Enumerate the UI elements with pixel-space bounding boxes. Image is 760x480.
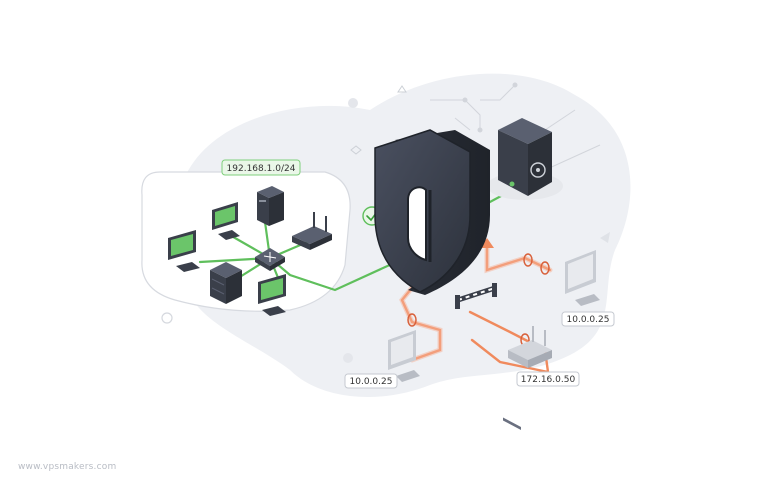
left-host-tag: 10.0.0.25	[344, 373, 398, 389]
workstation-monitor-icon	[258, 274, 286, 316]
decor-triangle	[397, 85, 407, 93]
decor-circle	[348, 98, 358, 108]
external-host-monitor-icon	[388, 330, 420, 382]
tower-pc-icon	[257, 186, 284, 226]
workstation-monitor-icon	[168, 230, 200, 272]
barrier-icon	[455, 283, 497, 309]
decor-diamond	[350, 145, 362, 155]
external-router-icon	[508, 326, 552, 368]
external-host-monitor-icon	[565, 250, 600, 306]
circuit-traces	[430, 84, 601, 171]
router-ip: 172.16.0.50	[521, 375, 576, 385]
cable-connector-icon	[407, 253, 550, 347]
server-icon	[487, 118, 563, 431]
router-tag: 172.16.0.50	[516, 371, 580, 387]
right-host-tag: 10.0.0.25	[561, 311, 615, 327]
trace-node	[477, 127, 483, 133]
subnet-tag: 192.168.1.0/24	[221, 159, 301, 176]
trace-node	[512, 82, 518, 88]
lan-router-icon	[292, 212, 332, 250]
decor-circle	[343, 353, 353, 363]
lan-enclosure	[141, 171, 351, 312]
workstation-monitor-icon	[212, 202, 240, 240]
firewall-shield-icon	[374, 129, 490, 295]
watermark: www.vpsmakers.com	[18, 462, 117, 472]
decor-triangle	[600, 232, 610, 243]
decor-ring	[161, 312, 173, 324]
left-host-ip: 10.0.0.25	[350, 377, 393, 387]
blocked-arrow-icon	[480, 238, 494, 248]
storage-server-icon	[210, 262, 242, 304]
blocked-cables-outline	[399, 242, 553, 363]
right-host-ip: 10.0.0.25	[567, 315, 610, 325]
subnet-label: 192.168.1.0/24	[227, 164, 296, 174]
trace-node	[462, 97, 468, 103]
network-switch-icon	[255, 248, 285, 271]
